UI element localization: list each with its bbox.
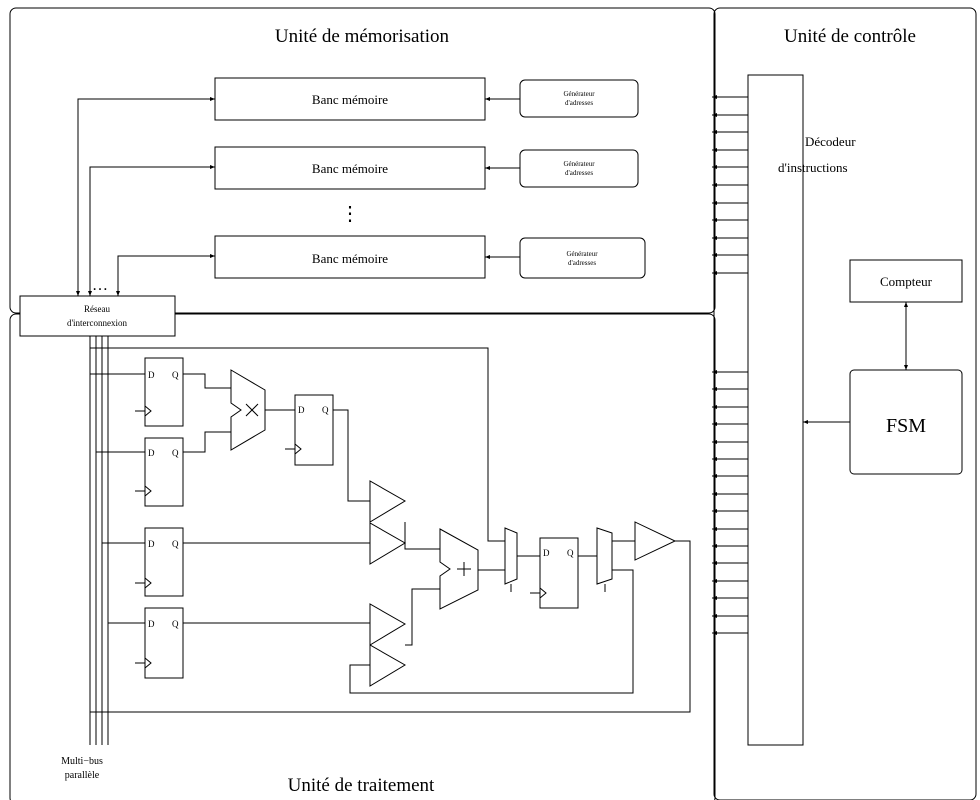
control-unit-title: Unité de contrôle xyxy=(784,26,916,47)
interconnect-network: Réseau d'interconnexion xyxy=(19,295,176,337)
control-signal-arrowhead xyxy=(712,218,717,222)
control-signal-arrowhead xyxy=(712,236,717,240)
input-register-1: D Q xyxy=(135,357,184,427)
control-signal-arrowhead xyxy=(712,148,717,152)
control-signal-arrowhead xyxy=(712,253,717,257)
control-signal-arrowhead xyxy=(712,614,717,618)
control-signal-arrowhead xyxy=(712,544,717,548)
bank-vertical-ellipsis: ⋮ xyxy=(340,203,360,225)
interconnect-label-line1: Réseau xyxy=(84,304,110,314)
bank-horizontal-ellipsis: … xyxy=(92,277,108,294)
control-signal-arrowhead xyxy=(712,271,717,275)
control-signal-arrowhead xyxy=(712,405,717,409)
control-signal-arrowhead xyxy=(712,422,717,426)
svg-text:D: D xyxy=(148,539,155,549)
control-signal-arrowhead xyxy=(712,561,717,565)
control-signal-arrowhead xyxy=(712,631,717,635)
input-register-2: D Q xyxy=(135,437,184,507)
memory-bank-box xyxy=(214,146,486,190)
control-signal-arrowhead xyxy=(712,457,717,461)
result-register: D Q xyxy=(530,537,579,609)
control-signal-arrowhead xyxy=(712,113,717,117)
svg-text:Q: Q xyxy=(567,548,574,558)
generator-to-bank-arrows xyxy=(485,97,520,259)
decoder-label-line2: d'instructions xyxy=(778,160,848,175)
multibus-label-line2: parallèle xyxy=(65,770,100,781)
processing-unit-title: Unité de traitement xyxy=(288,775,435,796)
memory-unit-frame xyxy=(9,7,716,314)
control-signal-arrowhead xyxy=(712,387,717,391)
interconnect-label-line2: d'interconnexion xyxy=(67,318,128,328)
svg-text:Q: Q xyxy=(172,539,179,549)
fsm-label: FSM xyxy=(886,415,926,437)
address-generator-label-line2: d'adresses xyxy=(565,169,593,177)
svg-text:D: D xyxy=(298,405,305,415)
control-signal-arrowhead xyxy=(712,183,717,187)
control-signal-arrowhead xyxy=(712,474,717,478)
fsm: FSM xyxy=(849,369,963,475)
control-signal-arrowhead xyxy=(712,201,717,205)
address-generator-label-line2: d'adresses xyxy=(565,99,593,107)
multiplexers xyxy=(504,527,613,585)
svg-text:Q: Q xyxy=(172,370,179,380)
control-signal-arrowhead xyxy=(712,492,717,496)
decoder-label-line1: Décodeur xyxy=(805,134,856,149)
multiplier xyxy=(230,369,266,451)
control-signal-arrowhead xyxy=(712,579,717,583)
memory-bank-label: Banc mémoire xyxy=(312,161,388,176)
control-signal-arrowhead xyxy=(712,130,717,134)
buffers xyxy=(369,480,677,687)
memory-bank-label: Banc mémoire xyxy=(312,251,388,266)
control-signal-arrowhead xyxy=(712,370,717,374)
multiplier-input-wires xyxy=(183,373,295,453)
svg-text:Q: Q xyxy=(172,448,179,458)
memory-unit-title: Unité de mémorisation xyxy=(275,26,450,47)
counter: Compteur xyxy=(849,259,963,303)
control-signal-arrowhead xyxy=(712,165,717,169)
control-signal-arrowhead xyxy=(712,95,717,99)
counter-label: Compteur xyxy=(880,274,933,289)
address-generator-label-line2: d'adresses xyxy=(568,259,596,267)
instruction-decoder: Décodeur d'instructions xyxy=(747,74,856,746)
memory-bank-box xyxy=(214,77,486,121)
datapath-wires xyxy=(90,347,691,713)
product-register: D Q xyxy=(285,394,334,466)
input-register-4: D Q xyxy=(135,607,184,679)
control-links xyxy=(803,302,908,424)
svg-text:D: D xyxy=(543,548,550,558)
memory-bank-1: Banc mémoire Générateur d'adresses xyxy=(214,77,639,121)
svg-text:D: D xyxy=(148,448,155,458)
svg-text:Q: Q xyxy=(322,405,329,415)
svg-text:Q: Q xyxy=(172,619,179,629)
address-generator-label-line1: Générateur xyxy=(566,250,598,258)
input-register-3: D Q xyxy=(135,527,184,597)
bank-interconnect-links xyxy=(76,97,215,296)
address-generator-label-line1: Générateur xyxy=(563,160,595,168)
address-generator-box xyxy=(519,237,646,279)
decoder-control-signals xyxy=(712,95,748,635)
multibus-label-line1: Multi−bus xyxy=(61,756,103,767)
control-signal-arrowhead xyxy=(712,527,717,531)
memory-bank-label: Banc mémoire xyxy=(312,92,388,107)
memory-bank-box xyxy=(214,235,486,279)
control-unit-frame xyxy=(713,7,977,800)
memory-bank-3: Banc mémoire Générateur d'adresses xyxy=(214,235,646,279)
svg-text:D: D xyxy=(148,370,155,380)
svg-text:D: D xyxy=(148,619,155,629)
control-signal-arrowhead xyxy=(712,596,717,600)
parallel-multibus xyxy=(89,336,109,745)
bus-to-register-wires xyxy=(90,373,145,624)
adder xyxy=(439,528,479,610)
processing-unit-frame xyxy=(9,313,716,800)
address-generator-label-line1: Générateur xyxy=(563,90,595,98)
control-signal-arrowhead xyxy=(712,509,717,513)
memory-bank-2: Banc mémoire Générateur d'adresses xyxy=(214,146,639,190)
control-signal-arrowhead xyxy=(712,440,717,444)
